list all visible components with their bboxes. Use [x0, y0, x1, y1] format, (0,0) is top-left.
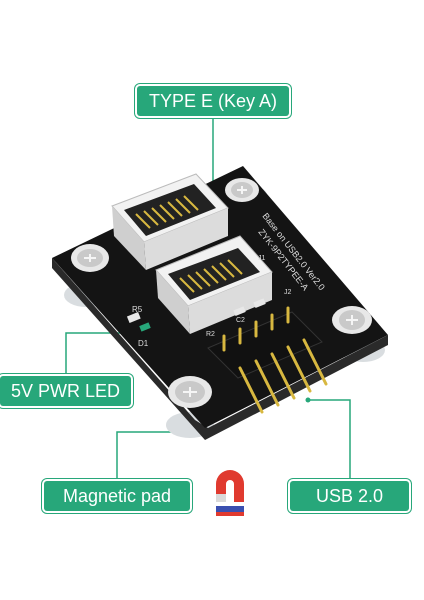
leader-magnetic	[116, 431, 178, 481]
cap-c2	[233, 306, 246, 317]
screw-holes	[71, 178, 372, 408]
callout-5v-pwr-led: 5V PWR LED	[0, 376, 131, 406]
type-e-connector-1	[111, 173, 229, 270]
callout-magnetic-pad: Magnetic pad	[44, 481, 190, 511]
dot-usb	[305, 397, 311, 403]
leader-usb	[310, 399, 351, 481]
silk-ref-r5: R5	[132, 305, 143, 314]
silk-ref-r2: R2	[206, 331, 215, 338]
silk-ref-j1: J1	[258, 255, 266, 262]
resistor-r2	[253, 298, 266, 309]
silk-ref-j2: J2	[284, 289, 292, 296]
resistor-r5	[126, 312, 141, 324]
callout-type-e: TYPE E (Key A)	[137, 86, 289, 116]
usb-pin-header	[207, 306, 328, 414]
silk-ref-c2: C2	[236, 317, 245, 324]
silk-ref-d1: D1	[138, 339, 149, 348]
type-e-connector-2	[155, 235, 273, 334]
magnet-icon	[216, 470, 244, 516]
pwr-led	[139, 322, 151, 332]
callout-usb-2: USB 2.0	[290, 481, 409, 511]
